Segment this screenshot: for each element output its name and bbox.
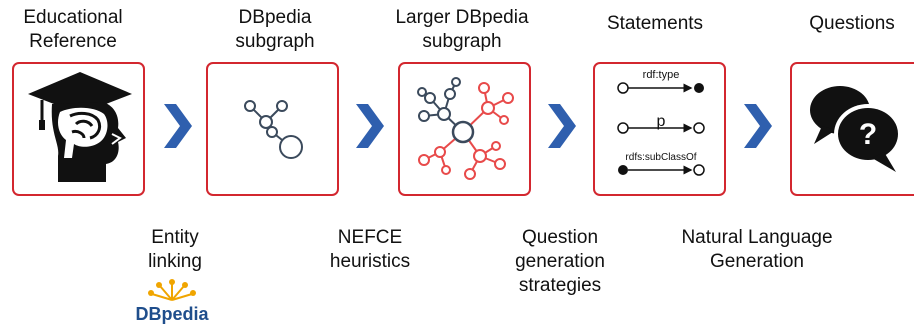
statement-rdf-type: rdf:type	[617, 69, 704, 94]
stage-title-questions: Questions	[792, 12, 912, 36]
step-label-nefce-heuristics: NEFCE heuristics	[305, 226, 435, 274]
predicate-label: rdf:type	[643, 69, 680, 81]
stage-title-line: subgraph	[235, 31, 315, 52]
step-label-line: Entity	[151, 227, 199, 248]
stage-box-questions: ?	[790, 62, 914, 196]
stage-title-line: DBpedia	[238, 7, 312, 28]
step-label-line: generation	[515, 251, 605, 272]
stage-title-line: Educational	[23, 7, 123, 28]
step-label-line: heuristics	[329, 251, 411, 272]
stage-box-educational-reference	[12, 62, 145, 196]
stage-title-statements: Statements	[590, 12, 720, 36]
step-label-line: linking	[148, 251, 202, 272]
chevron-right-icon	[744, 104, 772, 148]
dbpedia-logo: DBpedia	[132, 274, 212, 328]
large-graph-icon	[417, 77, 514, 180]
small-graph-icon	[244, 100, 303, 159]
chevron-right-icon	[164, 104, 192, 148]
head-graduation-cap-icon	[28, 72, 132, 182]
stage-box-dbpedia-subgraph	[206, 62, 339, 196]
stage-box-statements: rdf:type p rdfs:subClassOf	[593, 62, 726, 196]
step-label-line: strategies	[518, 275, 602, 296]
predicate-label: p	[657, 113, 666, 130]
step-label-question-generation-strategies: Question generation strategies	[495, 226, 625, 298]
step-label-line: Question	[521, 227, 599, 248]
step-label-entity-linking: Entity linking	[120, 226, 230, 274]
step-label-line: Natural Language	[681, 227, 833, 248]
statement-p: p	[617, 113, 705, 134]
stage-title-line: Questions	[809, 13, 895, 34]
stage-title-line: subgraph	[422, 31, 502, 52]
predicate-label: rdfs:subClassOf	[625, 152, 696, 163]
stage-title-dbpedia-subgraph: DBpedia subgraph	[210, 6, 340, 54]
step-label-line: NEFCE	[337, 227, 403, 248]
chevron-right-icon	[548, 104, 576, 148]
step-label-natural-language-generation: Natural Language Generation	[672, 226, 842, 274]
statement-rdfs-subclassof: rdfs:subClassOf	[618, 152, 705, 176]
stage-box-larger-dbpedia-subgraph	[398, 62, 531, 196]
svg-text:?: ?	[859, 118, 877, 151]
chevron-right-icon	[356, 104, 384, 148]
step-label-line: Generation	[709, 251, 804, 272]
stage-title-line: Larger DBpedia	[395, 7, 529, 28]
stage-title-educational-reference: Educational Reference	[8, 6, 138, 54]
stage-title-larger-dbpedia-subgraph: Larger DBpedia subgraph	[382, 6, 542, 54]
stage-title-line: Reference	[29, 31, 117, 52]
dbpedia-logo-icon: DBpedia	[135, 279, 209, 324]
question-speech-bubbles-icon: ?	[810, 86, 902, 172]
dbpedia-logo-text: DBpedia	[135, 304, 209, 324]
rdf-statements-icon: rdf:type p rdfs:subClassOf	[617, 69, 705, 176]
stage-title-line: Statements	[606, 13, 704, 34]
